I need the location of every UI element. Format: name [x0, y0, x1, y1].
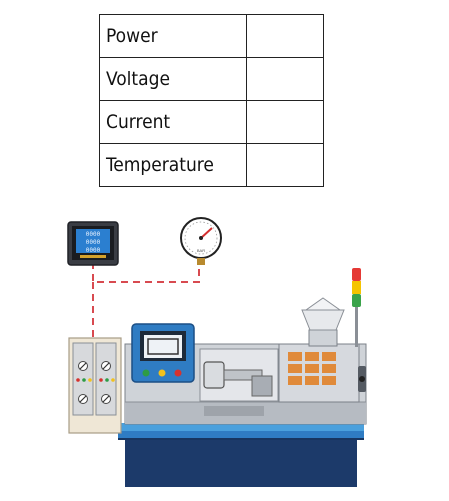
machine-base: [118, 423, 364, 487]
hopper-funnel: [301, 309, 345, 331]
signal-beacon: [352, 268, 361, 347]
current-value-cell: [246, 100, 324, 144]
gauge-unit: BAR: [197, 248, 205, 253]
electrical-panel: [68, 337, 122, 434]
current-label: Current: [99, 100, 247, 144]
temperature-value-cell: [246, 143, 324, 187]
indicator-light: [76, 378, 80, 382]
switch-indicator: [102, 362, 110, 370]
table-row: Current: [99, 100, 324, 144]
console-screen: [144, 335, 182, 358]
power-value-cell: [246, 14, 324, 58]
base-cabinet: [125, 437, 357, 487]
voltage-value-cell: [246, 57, 324, 101]
table-row: Temperature: [99, 143, 324, 187]
vent-slot: [305, 352, 319, 361]
vent-slot: [305, 364, 319, 373]
indicator-light: [88, 378, 92, 382]
gauge-hub: [199, 236, 203, 240]
beacon-green: [352, 294, 361, 307]
vent-slot: [288, 352, 302, 361]
vent-slot: [288, 376, 302, 385]
indicator-light: [99, 378, 103, 382]
tailstock-housing: [278, 297, 366, 403]
switch-indicator: [79, 362, 87, 370]
vent-slot: [288, 364, 302, 373]
handwheel-hub: [359, 376, 365, 382]
power-label: Power: [99, 14, 247, 58]
vent-slot: [322, 376, 336, 385]
meter-readout-3: 0000: [86, 247, 101, 254]
meter-brand-strip: [80, 255, 106, 258]
gauge-stem: [197, 258, 205, 265]
start-button: [142, 369, 150, 377]
table-row: Power: [99, 14, 324, 58]
spindle: [223, 369, 263, 381]
indicator-light: [82, 378, 86, 382]
vent-slot: [322, 364, 336, 373]
signal-connectors: [92, 262, 200, 338]
beacon-red: [352, 268, 361, 281]
switch-indicator: [79, 395, 87, 403]
beacon-pole: [355, 307, 358, 347]
vent-slot: [305, 376, 319, 385]
chuck: [203, 361, 225, 389]
stop-button: [174, 369, 182, 377]
bed-tray: [118, 423, 364, 431]
power-meter: 0000 0000 0000: [67, 221, 119, 266]
tool-post: [251, 375, 273, 397]
meter-readout-2: 0000: [86, 239, 101, 246]
temperature-label: Temperature: [99, 143, 247, 187]
meter-readout-1: 0000: [86, 231, 101, 238]
base-top-rail: [118, 430, 364, 439]
hopper-neck: [308, 329, 338, 347]
carriage: [204, 406, 264, 416]
meter-screen: [76, 229, 110, 253]
metrics-table: Power Voltage Current Temperature: [99, 14, 324, 187]
pause-button: [158, 369, 166, 377]
vent-slot: [322, 352, 336, 361]
control-console: [131, 323, 195, 383]
gauge-ticks: [184, 221, 218, 255]
indicator-light: [105, 378, 109, 382]
switch-indicator: [102, 395, 110, 403]
hopper-top: [304, 297, 342, 311]
bed-shadow: [118, 438, 364, 440]
screen-window: [147, 338, 179, 355]
pressure-gauge: BAR: [180, 217, 222, 265]
gauge-needle: [200, 227, 213, 239]
indicator-light: [111, 378, 115, 382]
beacon-yellow: [352, 281, 361, 294]
meter-gauge-connector: [92, 262, 200, 283]
